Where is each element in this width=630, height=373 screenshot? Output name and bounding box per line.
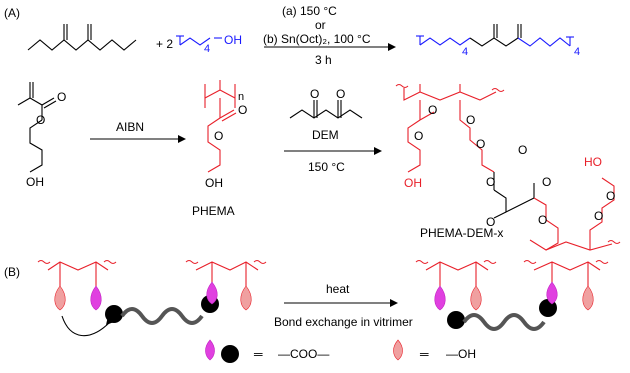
network-ester-o-5: O (538, 213, 547, 227)
network-carbonyl-o-1: O (428, 103, 437, 117)
arrow-bottom-label: Bond exchange in vitrimer (274, 315, 413, 329)
legend-hydroxyl-marker (393, 339, 403, 361)
phema-structure (204, 80, 237, 173)
arrow-top-label: heat (326, 282, 350, 296)
network-ester-o-2: O (476, 137, 485, 151)
ester-marker-right-2 (546, 281, 558, 305)
aibn-arrowhead (178, 135, 186, 143)
hema-oh: OH (26, 175, 44, 189)
network-carbonyl-o-2: O (466, 113, 475, 127)
phema-dem-network (395, 84, 621, 251)
right-network-2 (523, 260, 609, 288)
ester-ball-right (447, 311, 465, 329)
right-network (415, 260, 497, 288)
network-carbonyl-o-4: O (518, 143, 527, 157)
hydroxyl-marker-left (54, 285, 66, 311)
dem-o-right: O (336, 87, 345, 101)
hema-ester-o: O (36, 113, 45, 127)
hema-carbonyl-o: O (57, 90, 66, 104)
dem-o-left: O (310, 87, 319, 101)
left-network (37, 260, 117, 288)
part-b-label: (B) (4, 265, 20, 279)
condition-b: (b) Sn(Oct)₂, 100 °C (263, 32, 371, 46)
network-ho: HO (584, 155, 602, 169)
diethyl-malonate-structure (27, 24, 137, 51)
reagent-label: DEM (312, 128, 339, 142)
phema-n-subscript: n (238, 91, 244, 103)
network-ester-o-6: O (606, 189, 615, 203)
network-ester-o-3: O (486, 175, 495, 189)
hexanol-structure (176, 35, 222, 46)
dem-chain-right (462, 313, 546, 331)
hydroxyl-marker-left-2 (240, 285, 252, 311)
hydroxyl-marker-right (470, 285, 482, 311)
condition-or: or (315, 18, 326, 32)
network-oh: OH (404, 176, 422, 190)
dem-structure (289, 100, 363, 119)
hexanol-subscript: 4 (204, 43, 210, 55)
dihexyl-malonate-structure (416, 24, 574, 47)
left-network-2 (185, 260, 267, 290)
heat-arrowhead (390, 299, 398, 307)
network-ester-o-4: O (542, 175, 551, 189)
legend-equals-1: ═ (253, 347, 263, 361)
legend: ═ —COO— ═ —OH (205, 339, 476, 363)
hema-monomer-structure (17, 82, 57, 173)
ester-ball-left (105, 305, 123, 323)
phema-oh: OH (205, 176, 223, 190)
product-subscript-right: 4 (574, 46, 580, 58)
legend-equals-2: ═ (419, 347, 429, 361)
network-carbonyl-o-3: O (486, 215, 495, 229)
coefficient: + 2 (156, 37, 173, 51)
exchange-curved-arrow (61, 315, 111, 337)
part-a-label: (A) (4, 6, 20, 20)
product-subscript-left: 4 (462, 46, 468, 58)
phema-name: PHEMA (192, 204, 235, 218)
condition-time: 3 h (315, 53, 332, 67)
network-ester-o-1: O (414, 129, 423, 143)
dem-arrowhead (374, 147, 382, 155)
temperature-label: 150 °C (308, 160, 345, 174)
dem-chain-left (120, 307, 204, 325)
product-name: PHEMA-DEM-x (420, 226, 503, 240)
condition-a: (a) 150 °C (282, 4, 337, 18)
hexanol-oh: OH (224, 33, 242, 47)
initiator-label: AIBN (116, 120, 144, 134)
network-carbonyl-o-5: O (594, 209, 603, 223)
ester-marker-left (90, 285, 102, 311)
reaction1-arrowhead (388, 43, 396, 51)
phema-carbonyl-o: O (238, 103, 247, 117)
ester-marker-right (434, 285, 446, 311)
ester-marker-left-2 (206, 281, 218, 305)
legend-coo: —COO— (278, 347, 329, 361)
legend-oh: —OH (446, 347, 476, 361)
legend-ester-marker (205, 339, 215, 361)
phema-ester-o: O (214, 129, 223, 143)
legend-ester-ball (221, 345, 239, 363)
hydroxyl-marker-right-2 (582, 285, 594, 311)
